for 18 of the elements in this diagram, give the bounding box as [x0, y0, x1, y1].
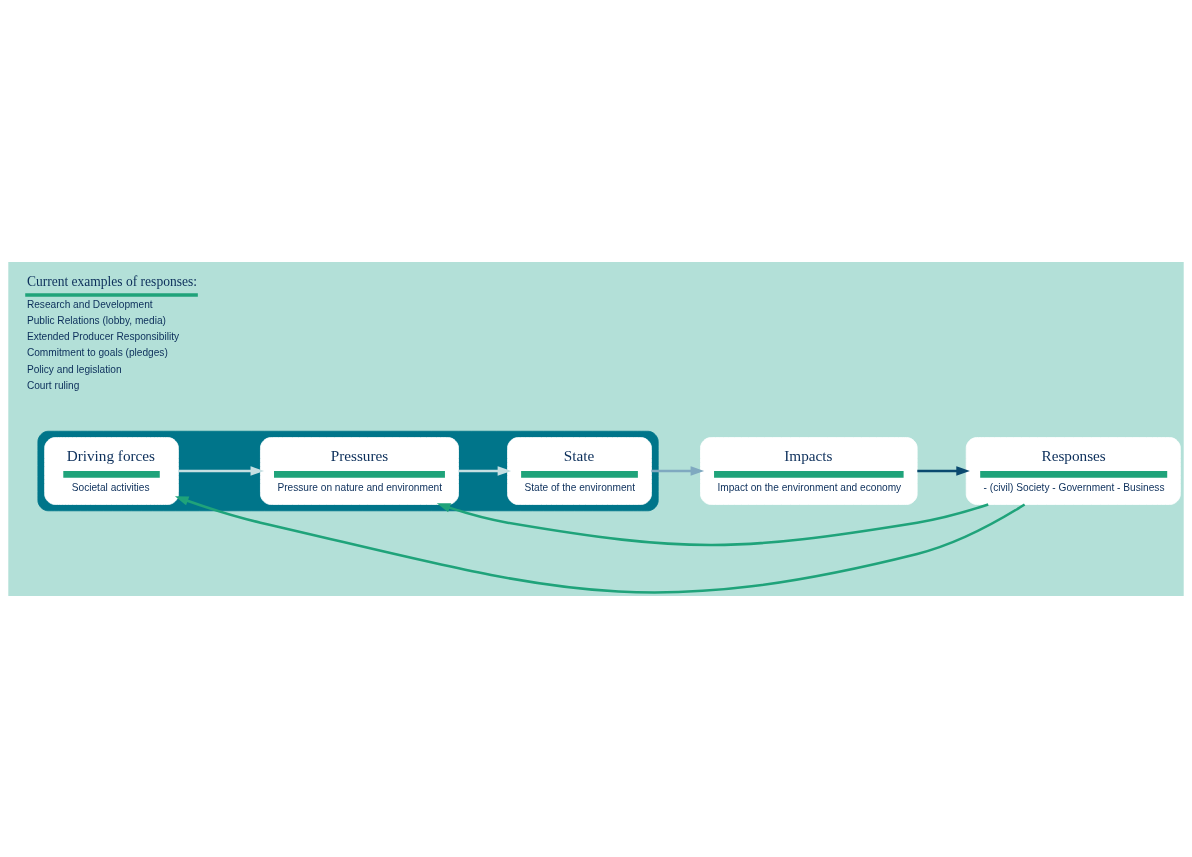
label: Policy and legislation: [26, 363, 122, 375]
node-box: Responses - (civil) Society - Government - Business: [965, 436, 1181, 505]
arrow: [178, 465, 265, 476]
arrow: [174, 495, 1026, 593]
label: Extended Producer Responsibility: [26, 330, 180, 342]
arrow: [436, 502, 989, 546]
label: Public Relations (lobby, media): [26, 314, 166, 326]
arrow: [458, 465, 512, 476]
node-box: State State of the environment: [507, 436, 652, 505]
node-box: Impacts Impact on the environment and economy: [700, 436, 918, 505]
node-box: Driving forces Societal activities: [44, 436, 179, 505]
label: Court ruling: [26, 379, 80, 391]
arrow: [651, 465, 705, 476]
arrow: [917, 465, 970, 476]
label: Current examples of responses:: [26, 273, 197, 289]
label: Research and Development: [26, 298, 153, 310]
node-box: Pressures Pressure on nature and environment: [260, 436, 459, 505]
label: Commitment to goals (pledges): [26, 346, 168, 358]
